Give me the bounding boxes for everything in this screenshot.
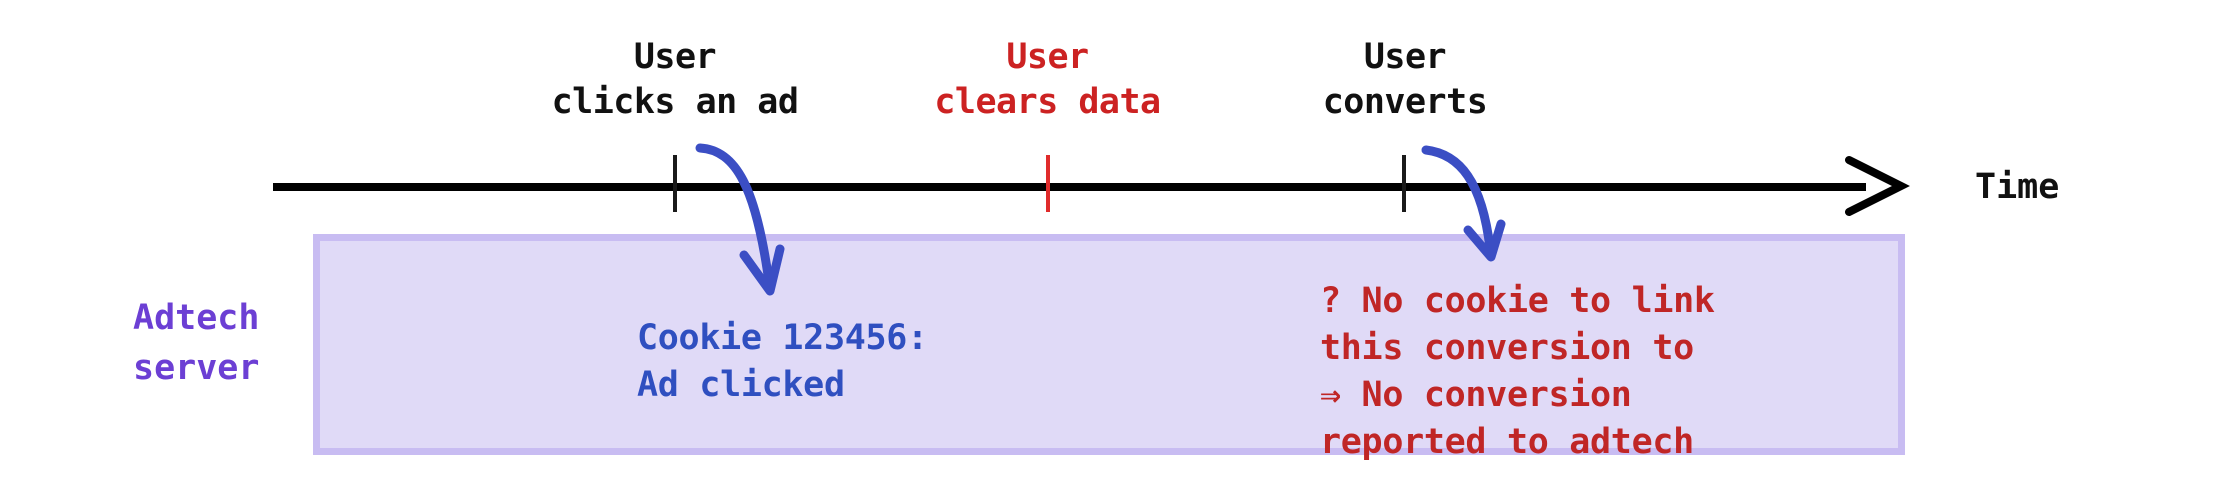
tick-convert	[1402, 155, 1406, 212]
axis-line	[273, 183, 1866, 191]
note-ad-clicked-line2: Ad clicked	[637, 365, 845, 405]
event-label-clear-data-line1: User	[1006, 37, 1089, 77]
event-label-ad-click: User clicks an ad	[545, 35, 805, 125]
lane-label-line2: server	[133, 348, 260, 388]
event-label-convert-line1: User	[1363, 37, 1447, 77]
note-no-conversion-line1: ? No cookie to link	[1320, 281, 1715, 321]
event-label-ad-click-line2: clicks an ad	[551, 82, 799, 122]
arrow-right-open-icon	[1845, 156, 1910, 216]
note-ad-clicked-line1: Cookie 123456:	[637, 318, 928, 358]
tick-ad-click	[673, 155, 677, 212]
adtech-server-lane-box	[313, 234, 1905, 455]
lane-label-line1: Adtech	[133, 298, 260, 338]
note-no-conversion-line4: reported to adtech	[1320, 422, 1694, 462]
event-label-ad-click-line1: User	[633, 37, 717, 77]
event-label-convert: User converts	[1310, 35, 1500, 125]
event-label-convert-line2: converts	[1322, 82, 1488, 122]
event-label-clear-data-line2: clears data	[934, 82, 1161, 122]
axis-name-time: Time	[1975, 167, 2060, 207]
note-ad-clicked: Cookie 123456: Ad clicked	[637, 315, 928, 409]
note-no-conversion: ? No cookie to link this conversion to ⇒ N…	[1320, 278, 1715, 466]
event-label-clear-data: User clears data	[920, 35, 1175, 125]
timeline-axis	[273, 156, 1910, 216]
note-no-conversion-line2: this conversion to	[1320, 328, 1694, 368]
note-no-conversion-line3: ⇒ No conversion	[1320, 375, 1632, 415]
tick-clear-data	[1046, 155, 1050, 212]
lane-label-adtech-server: Adtech server	[133, 293, 259, 393]
